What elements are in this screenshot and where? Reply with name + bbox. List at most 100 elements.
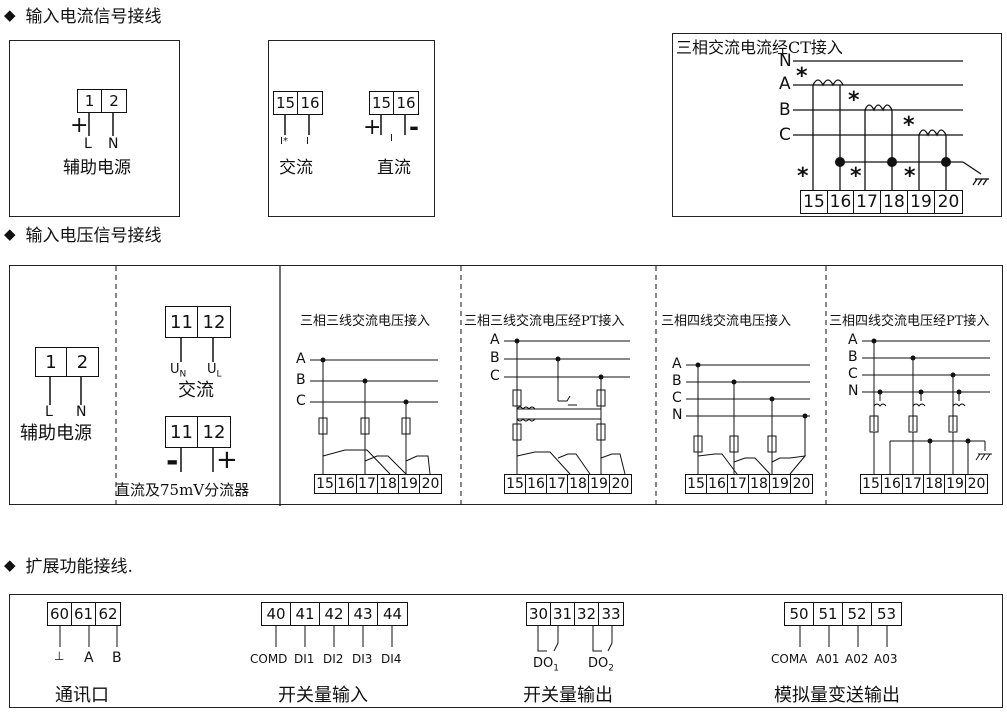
label-ul: UL (207, 362, 222, 380)
terminal: 33 (601, 605, 621, 623)
terminal: 15 (686, 475, 707, 493)
phase-label: B (296, 372, 306, 388)
caption-aux-power: 辅助电源 (20, 423, 92, 444)
ct-wiring (793, 60, 989, 190)
caption-aux-power: 辅助电源 (63, 158, 131, 178)
terminal: 12 (202, 421, 226, 443)
panel-title: 三相三线交流电压经PT接入 (464, 314, 625, 329)
terminal: 15 (801, 191, 828, 213)
terminal-strip: 60 61 62 (47, 602, 121, 626)
label-a03: A03 (874, 652, 898, 666)
minus-sign: - (166, 444, 179, 479)
terminal: 50 (785, 603, 814, 625)
minus-sign: - (409, 113, 419, 141)
star-mark: * (850, 164, 862, 189)
caption-dc: 直流及75mV分流器 (115, 481, 250, 499)
voltage-wiring (310, 338, 992, 475)
terminal: 15 (505, 475, 526, 493)
acdc-wires (284, 115, 406, 135)
label-di3: DI3 (352, 652, 373, 666)
terminal: 17 (854, 191, 881, 213)
phase-label: C (490, 368, 500, 384)
terminal: 20 (421, 476, 440, 492)
terminal: 19 (908, 191, 935, 213)
terminal: 16 (300, 94, 320, 112)
label-n: N (108, 136, 119, 152)
label-l: L (84, 136, 92, 152)
terminal: 1 (36, 348, 67, 376)
current-aux-power-panel: 1 2 + L N 辅助电源 (9, 40, 180, 217)
phase-label: A (779, 74, 791, 94)
terminal-strip: 1 2 (35, 347, 99, 377)
phase-label: B (490, 350, 500, 366)
phase-label: A (490, 332, 500, 348)
phase-label: A (848, 332, 858, 348)
star-mark: * (848, 88, 860, 113)
terminal: 19 (770, 475, 791, 493)
aux-wires (88, 113, 114, 136)
section-voltage-header: ◆ 输入电压信号接线 (4, 221, 162, 247)
terminal-strip-ac: 15 16 (273, 91, 323, 115)
plus-sign: + (70, 113, 89, 138)
terminal: 31 (551, 603, 575, 625)
panel-title: 三相三线交流电压接入 (300, 314, 431, 329)
label-di4: DI4 (381, 652, 402, 666)
extended-panel: 60 61 62 ⊥ A B 通讯口 40 41 42 43 44 COMD D… (9, 594, 1003, 708)
current-ct-panel: 三相交流电流经CT接入 N A B C (672, 33, 1002, 217)
caption-ac: 交流 (279, 158, 313, 178)
terminal-strip: 15 16 17 18 19 20 (685, 474, 813, 494)
star-mark: * (797, 164, 809, 189)
star-mark: * (796, 64, 808, 89)
section-title: 扩展功能接线. (25, 557, 133, 577)
phase-label: C (672, 390, 682, 406)
terminal: 17 (357, 475, 378, 493)
label-n: N (76, 404, 87, 420)
terminal: 19 (589, 475, 610, 493)
phase-label: N (672, 407, 683, 423)
label-comd: COMD (250, 652, 288, 666)
section-current-header: ◆ 输入电流信号接线 (4, 2, 162, 28)
panel-title: 三相四线交流电压经PT接入 (829, 314, 990, 329)
terminal-strip: 50 51 52 53 (784, 602, 902, 626)
aux-wires (49, 377, 82, 405)
label-do2: DO2 (588, 656, 614, 674)
terminal: 15 (370, 92, 394, 114)
diamond-bullet-icon: ◆ (4, 555, 16, 574)
extended-wires (59, 626, 888, 652)
caption-ac: 交流 (178, 380, 214, 401)
terminal: 20 (792, 476, 811, 492)
terminal-strip: 1 2 (77, 89, 127, 113)
terminal-strip: 40 41 42 43 44 (261, 602, 408, 626)
phase-label: A (672, 356, 682, 372)
terminal: 62 (98, 605, 118, 623)
caption-dc: 直流 (377, 158, 411, 178)
terminal: 53 (876, 605, 897, 623)
terminal: 18 (568, 475, 589, 493)
diamond-bullet-icon: ◆ (4, 5, 16, 24)
star-mark: * (904, 164, 916, 189)
terminal: 18 (881, 191, 908, 213)
terminal: 17 (547, 475, 568, 493)
terminal-strip-dc: 15 16 (369, 91, 419, 115)
terminal: 32 (575, 603, 599, 625)
terminal: 20 (611, 476, 630, 492)
star-mark: * (903, 113, 915, 138)
terminal: 61 (72, 603, 96, 625)
terminal: 16 (396, 94, 416, 112)
section-title: 输入电流信号接线 (25, 7, 162, 27)
terminal: 15 (274, 92, 298, 114)
label-a01: A01 (816, 652, 840, 666)
terminal: 52 (843, 603, 872, 625)
terminal-strip: 11 12 (165, 416, 231, 448)
terminal: 17 (903, 475, 924, 493)
terminal: 20 (937, 192, 960, 212)
label-di2: DI2 (323, 652, 344, 666)
terminal: 15 (315, 475, 336, 493)
current-acdc-panel: 15 16 15 16 I* I 交流 + I - 直流 (268, 40, 435, 217)
terminal: 20 (967, 476, 986, 492)
terminal-strip: 15 16 17 18 19 20 (860, 474, 988, 494)
terminal: 43 (349, 603, 378, 625)
section-extended-header: ◆ 扩展功能接线. (4, 552, 133, 578)
panel-title: 三相四线交流电压接入 (661, 314, 792, 329)
plus-sign: + (216, 445, 238, 475)
